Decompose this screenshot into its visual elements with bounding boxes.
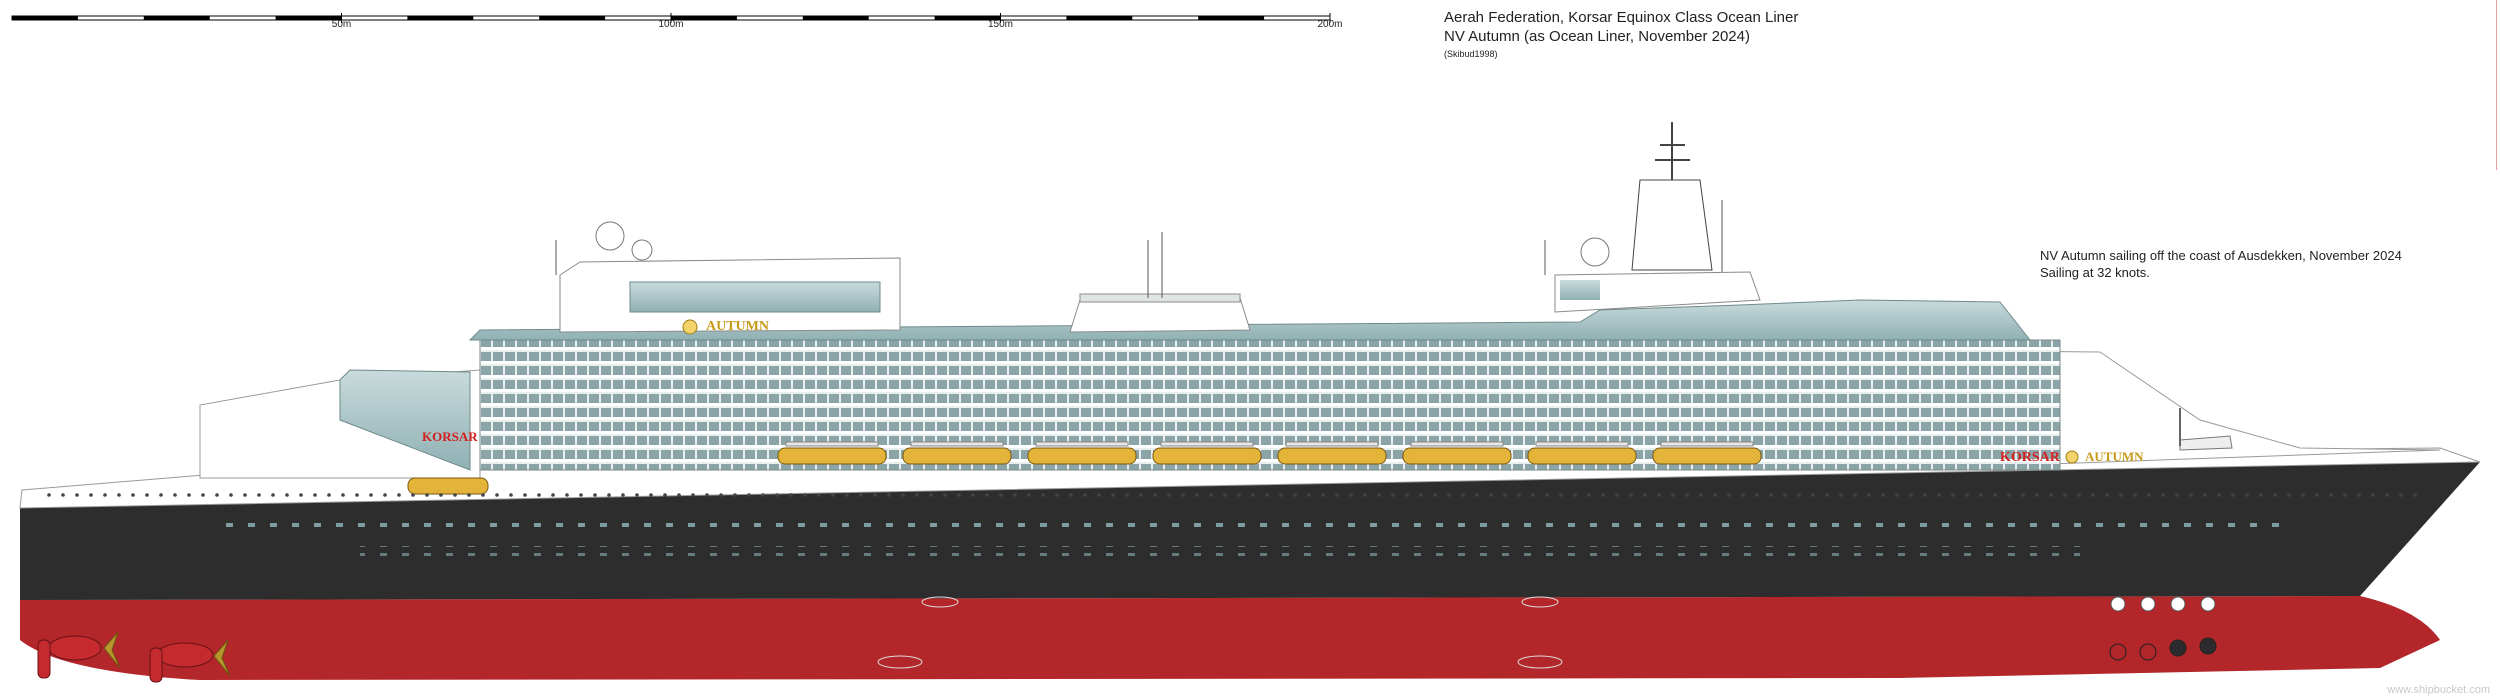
scale-bar-segment: [1066, 16, 1133, 20]
lifeboat: [1402, 447, 1512, 465]
author-credit: (Skibud1998): [1444, 49, 1498, 59]
lifeboat: [1277, 447, 1387, 465]
caption: NV Autumn sailing off the coast of Ausde…: [2040, 247, 2402, 281]
ship-name-aft-korsar: KORSAR: [422, 429, 478, 444]
bridge-windows: [1560, 280, 1600, 300]
scale-tick-label: 150m: [987, 19, 1014, 30]
lifeboat-davit: [1285, 441, 1379, 447]
scale-bar-segment: [671, 16, 737, 20]
ship-name-bow-autumn: AUTUMN: [2085, 449, 2144, 464]
radar-mast: [1631, 122, 1713, 271]
sun-deck-canopy: [1079, 293, 1241, 303]
scale-bar: [11, 13, 1331, 23]
propeller-blades: [103, 631, 231, 677]
lifeboat-davit: [1535, 441, 1629, 447]
emblem-bow: [2065, 450, 2079, 464]
cabin-decks: [479, 339, 2061, 471]
aft-lounge-windows: [629, 281, 881, 313]
bow-thrusters: [2110, 596, 2216, 612]
caption-line-2: Sailing at 32 knots.: [2040, 265, 2150, 280]
scale-tick-label: 200m: [1317, 19, 1343, 30]
scale-bar-segment: [12, 16, 78, 20]
ship-name-bow-korsar: KORSAR: [2000, 450, 2061, 465]
lifeboat-davit: [785, 441, 879, 447]
propellers: [37, 635, 214, 683]
hull-windows-lower: [360, 546, 2080, 556]
radome-forward: [1580, 237, 1610, 267]
scale-bar-segment: [934, 16, 1001, 20]
title-line-2: NV Autumn (as Ocean Liner, November 2024…: [1444, 28, 1750, 45]
hull-fittings: [877, 596, 1563, 669]
bow-thrusters-lower: [2109, 637, 2217, 661]
sun-deck: [1069, 297, 1251, 333]
lifeboat: [902, 447, 1012, 465]
radome-aft-small: [631, 239, 653, 261]
aft-glazed-block: [339, 369, 471, 471]
caption-line-1: NV Autumn sailing off the coast of Ausde…: [2040, 248, 2402, 263]
emblem-aft: [682, 319, 698, 335]
scale-bar-segment: [275, 16, 342, 20]
scale-bar-segment: [1198, 16, 1265, 20]
lifeboat: [1152, 447, 1262, 465]
scale-bar-segment: [539, 16, 606, 20]
scale-tick-label: 50m: [331, 19, 352, 30]
lifeboat-davit: [1160, 441, 1254, 447]
frame-edge: [2496, 0, 2497, 170]
lifeboats: [777, 441, 1762, 465]
deck-portholes: [40, 488, 2420, 500]
scale-bar-segment: [802, 16, 869, 20]
lifeboat-davit: [910, 441, 1004, 447]
radome-aft: [595, 221, 625, 251]
bridge-block: [1554, 271, 1761, 313]
antennas: [555, 200, 1723, 298]
title-block: Aerah Federation, Korsar Equinox Class O…: [1444, 8, 1798, 61]
hull-windows: [220, 518, 2280, 528]
lifeboat: [1527, 447, 1637, 465]
lifeboat: [777, 447, 887, 465]
lifeboat: [1027, 447, 1137, 465]
lifeboat-davit: [1410, 441, 1504, 447]
scale-bar-segment: [143, 16, 210, 20]
ship-name-aft-autumn: AUTUMN: [706, 319, 769, 334]
lifeboat-davit: [1035, 441, 1129, 447]
hull-red: [20, 596, 2440, 680]
scale-tick-label: 100m: [658, 19, 684, 30]
bow-crane: [2179, 435, 2233, 451]
lifeboat: [1652, 447, 1762, 465]
scale-bar-segment: [407, 16, 474, 20]
lifeboat-davit: [1660, 441, 1754, 447]
watermark: www.shipbucket.com: [2387, 684, 2490, 696]
title-line-1: Aerah Federation, Korsar Equinox Class O…: [1444, 9, 1799, 26]
